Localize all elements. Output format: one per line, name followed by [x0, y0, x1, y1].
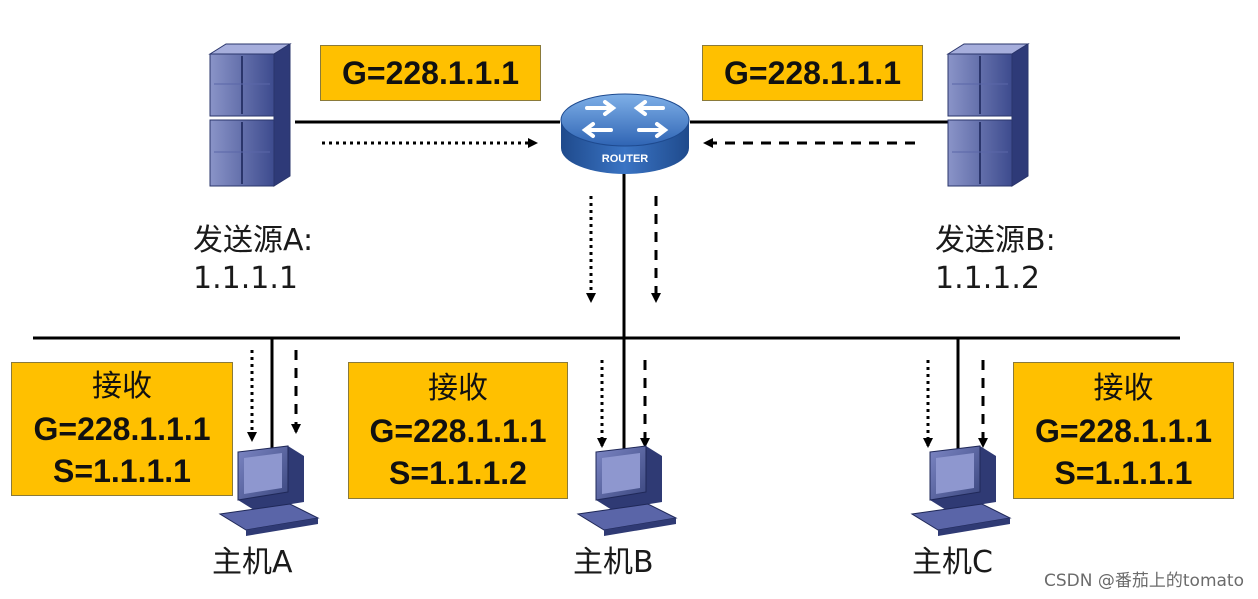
- receiver-box-host-c: 接收 G=228.1.1.1 S=1.1.1.1: [1013, 362, 1234, 499]
- source-b-title: 发送源B:: [935, 223, 1056, 258]
- group-address: G=228.1.1.1: [723, 54, 902, 91]
- server-icon: [946, 43, 1030, 187]
- computer-icon: [218, 445, 320, 536]
- receiver-source: S=1.1.1.1: [1054, 454, 1193, 491]
- receiver-title: 接收: [92, 369, 152, 404]
- group-label-left: G=228.1.1.1: [320, 45, 541, 101]
- receiver-source: S=1.1.1.2: [389, 454, 527, 491]
- source-a-title: 发送源A:: [193, 223, 314, 258]
- receiver-box-host-b: 接收 G=228.1.1.1 S=1.1.1.2: [348, 362, 568, 499]
- receiver-group: G=228.1.1.1: [33, 411, 211, 447]
- host-a-label: 主机A: [212, 545, 293, 580]
- computer-icon: [910, 445, 1012, 536]
- receiver-title: 接收: [428, 370, 488, 406]
- host-c-label: 主机C: [912, 545, 993, 580]
- receiver-title: 接收: [1093, 370, 1154, 406]
- computer-icon: [576, 445, 678, 536]
- group-address: G=228.1.1.1: [341, 54, 520, 91]
- receiver-group: G=228.1.1.1: [369, 412, 547, 449]
- source-b-label: 发送源B: 1.1.1.2: [935, 222, 1056, 298]
- receiver-box-host-a: 接收 G=228.1.1.1 S=1.1.1.1: [11, 362, 233, 496]
- source-b-ip: 1.1.1.2: [935, 261, 1040, 296]
- router-icon: ROUTER: [560, 93, 690, 174]
- source-a-label: 发送源A: 1.1.1.1: [193, 222, 313, 298]
- watermark: CSDN @番茄上的tomato: [1044, 571, 1244, 591]
- host-b-label: 主机B: [573, 545, 654, 580]
- receiver-group: G=228.1.1.1: [1034, 412, 1213, 449]
- source-a-ip: 1.1.1.1: [193, 261, 298, 296]
- router-label: ROUTER: [602, 153, 649, 165]
- receiver-source: S=1.1.1.1: [53, 453, 191, 489]
- group-label-right: G=228.1.1.1: [702, 45, 923, 101]
- server-icon: [208, 43, 292, 187]
